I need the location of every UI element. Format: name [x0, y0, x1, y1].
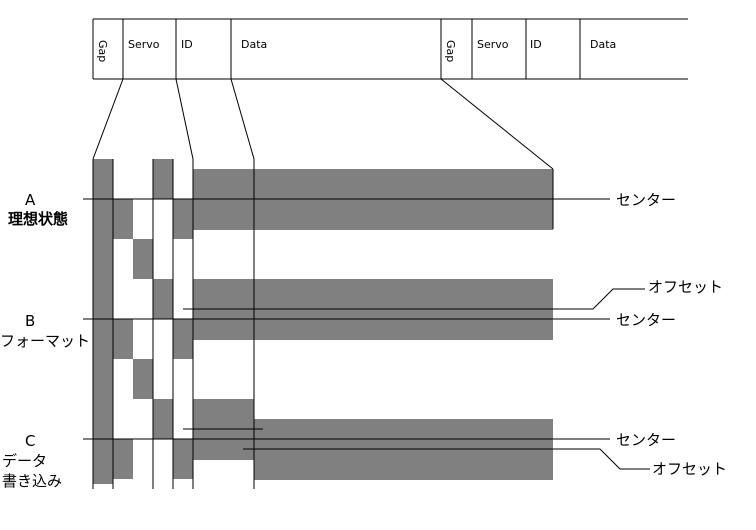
zoom-lines [92, 78, 554, 170]
column-lines [92, 159, 554, 489]
reference-lines [83, 198, 650, 470]
gap-block [93, 159, 113, 484]
servo-burst [113, 199, 133, 239]
segment-label-id: ID [530, 38, 542, 51]
row-name-c-line2: 書き込み [2, 472, 62, 490]
segment-label-id: ID [181, 38, 193, 51]
row-letter-c: C [25, 432, 35, 450]
segment-label-gap: Gap [444, 40, 457, 62]
servo-burst [113, 439, 133, 479]
row-name-b: フォーマット [0, 332, 90, 350]
callout-center-b: センター [616, 311, 676, 329]
segment-label-gap: Gap [96, 40, 109, 62]
callout-offset-b: オフセット [648, 278, 723, 296]
callout-offset-c: オフセット [652, 460, 727, 478]
offset-line-c [243, 448, 650, 470]
callout-center-c: センター [616, 431, 676, 449]
servo-burst [153, 399, 173, 439]
segment-label-data: Data [241, 38, 267, 51]
row-labels: A 理想状態 B フォーマット C データ 書き込み [0, 191, 90, 490]
servo-burst [133, 359, 153, 399]
segment-label-data: Data [590, 38, 616, 51]
segment-label-servo: Servo [128, 38, 160, 51]
row-letter-b: B [25, 312, 35, 330]
zoom-line [230, 78, 255, 160]
header-strip: Gap Servo ID Data Gap Servo ID Data [92, 18, 688, 80]
row-name-a: 理想状態 [8, 210, 68, 228]
callout-labels: センター オフセット センター センター オフセット [616, 191, 727, 478]
zoom-line [440, 78, 554, 170]
zoom-line [175, 78, 194, 160]
servo-burst [113, 319, 133, 359]
detail-fills [93, 159, 553, 484]
row-name-c-line1: データ [2, 452, 47, 470]
id-block [173, 439, 193, 479]
offset-line-b [183, 288, 645, 310]
id-block [173, 319, 193, 359]
row-letter-a: A [25, 191, 36, 209]
servo-burst [153, 279, 173, 319]
servo-burst [133, 239, 153, 279]
zoom-line [92, 78, 124, 160]
servo-burst [153, 159, 173, 199]
callout-center-a: センター [616, 191, 676, 209]
segment-label-servo: Servo [477, 38, 509, 51]
id-block [173, 199, 193, 239]
